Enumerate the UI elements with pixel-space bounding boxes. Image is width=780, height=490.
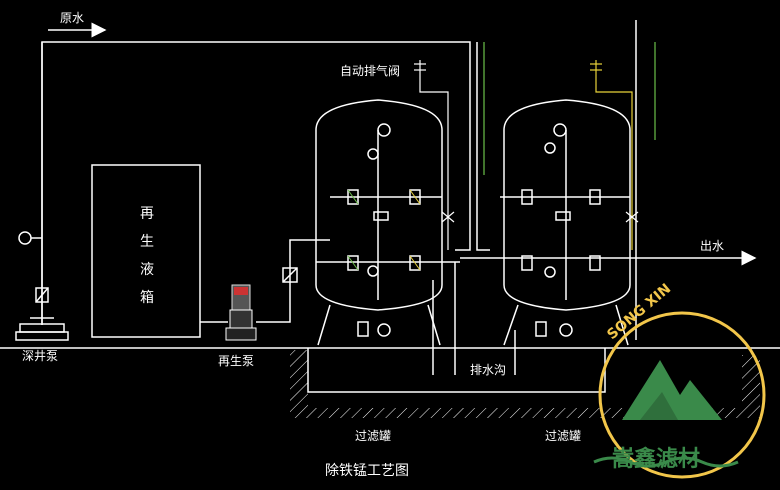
regen-tank-char-2: 生 [140, 234, 154, 250]
logo-ring-text: SONG XIN [604, 281, 674, 343]
deep-well-pump [15, 231, 69, 341]
regen-pipe [256, 239, 330, 323]
filter-tank-1-valves [347, 189, 421, 271]
drain-ditch-label: 排水沟 [470, 363, 506, 377]
green-accent-pipes [483, 42, 656, 175]
auto-vent-valve-label: 自动排气阀 [340, 63, 400, 78]
regen-pump [200, 284, 257, 341]
raw-water-pipe [41, 41, 471, 325]
vent-valve-2 [590, 60, 633, 250]
deep-well-pump-label: 深井泵 [22, 349, 58, 363]
regen-tank-char-4: 箱 [140, 290, 154, 306]
logo-brand-text: 嵩鑫滤材 [612, 446, 700, 472]
vent-valve-1 [414, 60, 455, 250]
outlet-water-label: 出水 [700, 239, 724, 253]
regen-tank-char-1: 再 [140, 206, 154, 222]
regen-tank [91, 164, 201, 338]
regen-tank-char-3: 液 [140, 262, 154, 278]
raw-water-label: 原水 [60, 11, 84, 25]
filter-tank-2 [500, 99, 631, 346]
filter-tank-1 [315, 99, 460, 346]
filter-tank-2-label: 过滤罐 [545, 429, 581, 443]
diagram-title: 除铁锰工艺图 [325, 463, 409, 479]
inter-tank-pipes [432, 42, 490, 375]
filter-tank-1-label: 过滤罐 [355, 429, 391, 443]
regen-pump-label: 再生泵 [218, 354, 254, 368]
songxin-logo [593, 311, 766, 479]
drain-ditch [290, 330, 760, 418]
